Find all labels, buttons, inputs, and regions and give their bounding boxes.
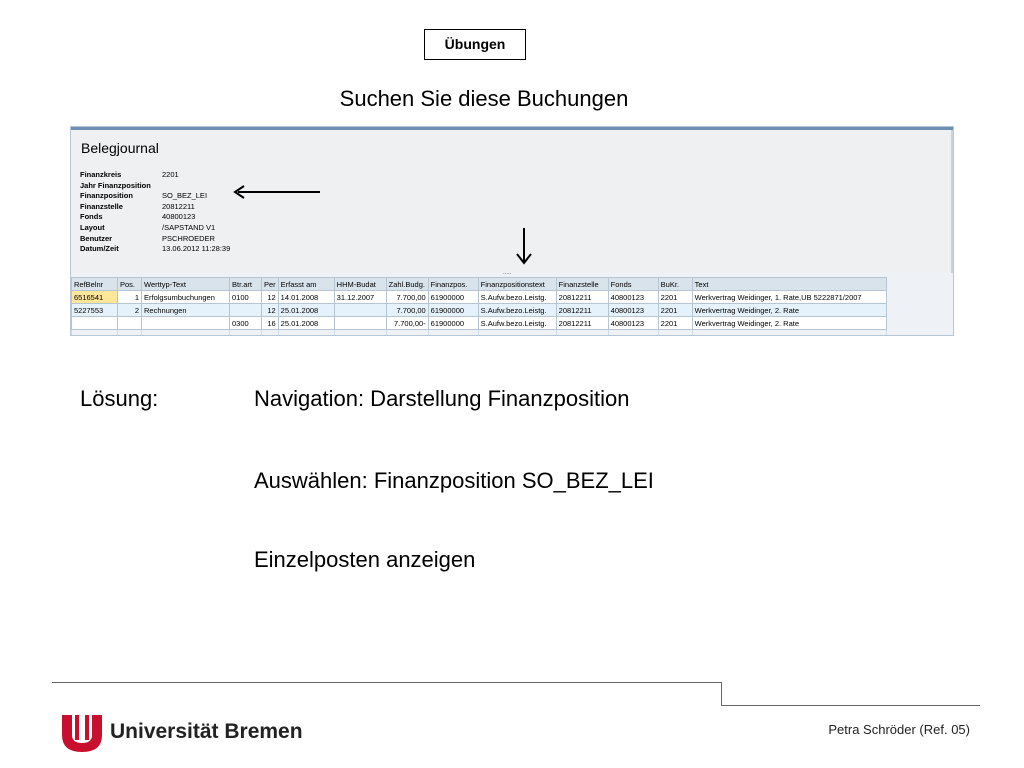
col-header[interactable]: Werttyp-Text (141, 277, 230, 291)
cell[interactable]: S.Aufw.bezo.Leistg. (477, 316, 557, 330)
col-header[interactable]: Text (691, 277, 887, 291)
cell[interactable]: Werkvertrag Weidinger, 1. Rate,UB 522287… (691, 290, 887, 304)
col-header[interactable]: Btr.art (229, 277, 262, 291)
cell[interactable]: 1 (117, 290, 142, 304)
cell[interactable]: 2201 (657, 316, 693, 330)
university-name: Universität Bremen (110, 720, 303, 743)
table-row[interactable]: 5227553 2 Rechnungen 12 25.01.2008 7.700… (71, 303, 887, 317)
cell[interactable]: 14.01.2008 (277, 290, 335, 304)
cell[interactable]: 61900000 (427, 316, 479, 330)
cell[interactable]: 7.700,00 (385, 290, 429, 304)
arrow-down-icon (516, 228, 532, 265)
cell[interactable]: S.Aufw.bezo.Leistg. (477, 290, 557, 304)
col-header[interactable]: Erfasst am (277, 277, 335, 291)
col-header[interactable]: Zahl.Budg. (385, 277, 429, 291)
cell[interactable]: 16 (261, 316, 279, 330)
sap-result-grid: RefBelnr Pos. Werttyp-Text Btr.art Per E… (71, 277, 887, 335)
sap-report-title: Belegjournal (81, 140, 159, 156)
col-header[interactable]: Per (261, 277, 279, 291)
cell[interactable] (117, 316, 142, 330)
sap-top-bar (71, 127, 953, 130)
col-header[interactable]: Finanzpos. (427, 277, 479, 291)
cell[interactable] (71, 316, 118, 330)
col-header[interactable]: Finanzstelle (555, 277, 609, 291)
cell[interactable]: 61900000 (427, 290, 479, 304)
arrow-left-icon (233, 185, 320, 199)
cell[interactable]: 5227553 (71, 303, 118, 317)
cell[interactable]: Werkvertrag Weidinger, 2. Rate (691, 316, 887, 330)
cell[interactable]: 2201 (657, 303, 693, 317)
table-row[interactable]: 6516541 1 Erfolgsumbuchungen 0100 12 14.… (71, 290, 887, 304)
cell[interactable]: 0300 (229, 316, 262, 330)
cell[interactable]: Werkvertrag Weidinger, 2. Rate (691, 303, 887, 317)
cell[interactable]: 20812211 (555, 290, 609, 304)
cell[interactable]: 40800123 (607, 290, 659, 304)
col-header[interactable]: RefBelnr (71, 277, 118, 291)
cell[interactable]: 40800123 (607, 303, 659, 317)
col-header[interactable]: BuKr. (657, 277, 693, 291)
table-row[interactable]: 0300 16 25.01.2008 7.700,00- 61900000 S.… (71, 316, 887, 330)
cell[interactable]: Rechnungen (141, 303, 230, 317)
cell[interactable]: 25.01.2008 (277, 316, 335, 330)
cell[interactable]: Erfolgsumbuchungen (141, 290, 230, 304)
col-header[interactable]: Fonds (607, 277, 659, 291)
cell[interactable]: 7.700,00- (385, 316, 429, 330)
footer-credit: Petra Schröder (Ref. 05) (828, 722, 970, 737)
cell[interactable]: 12 (261, 303, 279, 317)
col-header[interactable]: HHM-Budat (333, 277, 387, 291)
footer-divider-right (721, 705, 980, 706)
col-header[interactable]: Pos. (117, 277, 142, 291)
cell[interactable] (333, 303, 387, 317)
footer-divider (52, 682, 722, 683)
cell[interactable]: 31.12.2007 (333, 290, 387, 304)
splitter-dots[interactable]: ..... (503, 270, 512, 276)
cell[interactable]: 20812211 (555, 303, 609, 317)
cell[interactable]: 40800123 (607, 316, 659, 330)
meta-row: Layout/SAPSTAND V1 (80, 222, 216, 232)
slide-title: Suchen Sie diese Buchungen (339, 86, 629, 111)
university-logo-icon (62, 715, 102, 752)
cell[interactable]: 12 (261, 290, 279, 304)
grid-header-row: RefBelnr Pos. Werttyp-Text Btr.art Per E… (71, 277, 887, 291)
cell[interactable] (141, 316, 230, 330)
cell[interactable] (333, 316, 387, 330)
empty-row (71, 329, 887, 335)
cell[interactable]: 2 (117, 303, 142, 317)
cell[interactable] (229, 303, 262, 317)
solution-step-navigation: Navigation: Darstellung Finanzposition (254, 386, 630, 411)
cell[interactable]: 25.01.2008 (277, 303, 335, 317)
cell[interactable]: S.Aufw.bezo.Leistg. (477, 303, 557, 317)
solution-step-display: Einzelposten anzeigen (254, 547, 476, 572)
cell[interactable]: 61900000 (427, 303, 479, 317)
cell[interactable]: 0100 (229, 290, 262, 304)
cell[interactable]: 6516541 (71, 290, 118, 304)
footer-divider-step (721, 682, 722, 706)
meta-row: Jahr Finanzposition (80, 180, 151, 190)
tag-box: Übungen (424, 29, 526, 60)
solution-label: Lösung: (80, 386, 159, 411)
cell[interactable]: 7.700,00 (385, 303, 429, 317)
col-header[interactable]: Finanzpositionstext (477, 277, 557, 291)
cell[interactable]: 2201 (657, 290, 693, 304)
solution-step-select: Auswählen: Finanzposition SO_BEZ_LEI (254, 468, 654, 493)
cell[interactable]: 20812211 (555, 316, 609, 330)
